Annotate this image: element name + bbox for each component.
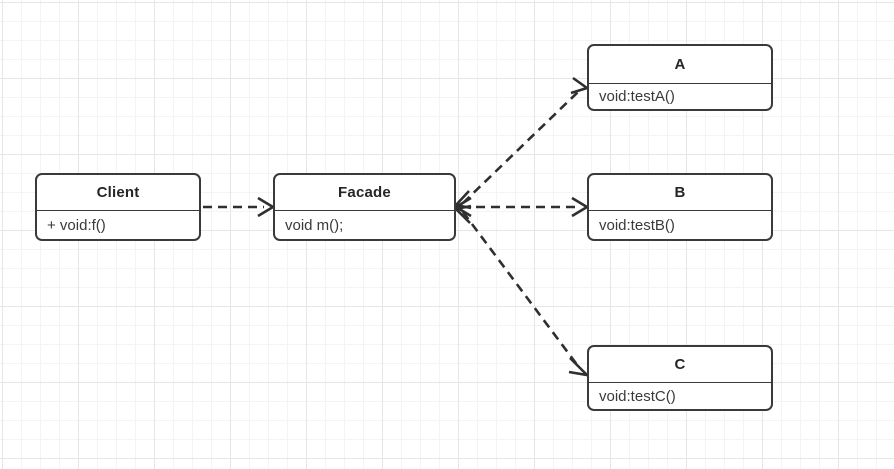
uml-class-c[interactable]: C void:testC(): [587, 345, 773, 411]
uml-class-facade[interactable]: Facade void m();: [273, 173, 456, 241]
uml-class-c-name: C: [674, 356, 686, 373]
uml-class-a-member-0: void:testA(): [599, 88, 675, 105]
uml-class-client-member-0: + void:f(): [47, 216, 106, 234]
uml-class-a-name: A: [674, 56, 686, 73]
uml-class-c-separator: [589, 382, 771, 383]
uml-class-c-member-0: void:testC(): [599, 387, 676, 405]
uml-class-facade-separator: [275, 210, 454, 211]
uml-class-client-name: Client: [96, 184, 140, 201]
connector-facade-to-b: [453, 196, 590, 218]
uml-class-client-separator: [37, 210, 199, 211]
connector-facade-to-c: [453, 204, 591, 377]
uml-class-a-separator: [589, 83, 771, 84]
uml-class-b-separator: [589, 210, 771, 211]
uml-class-client[interactable]: Client + void:f(): [35, 173, 201, 241]
uml-class-a[interactable]: A void:testA(): [587, 44, 773, 111]
uml-class-facade-name: Facade: [338, 184, 391, 201]
uml-class-facade-member-0: void m();: [285, 216, 344, 234]
connector-facade-to-a: [453, 76, 590, 210]
uml-class-b-name: B: [674, 184, 686, 201]
connector-client-to-facade: [203, 196, 276, 218]
uml-class-b-member-0: void:testB(): [599, 216, 675, 234]
uml-class-b[interactable]: B void:testB(): [587, 173, 773, 241]
